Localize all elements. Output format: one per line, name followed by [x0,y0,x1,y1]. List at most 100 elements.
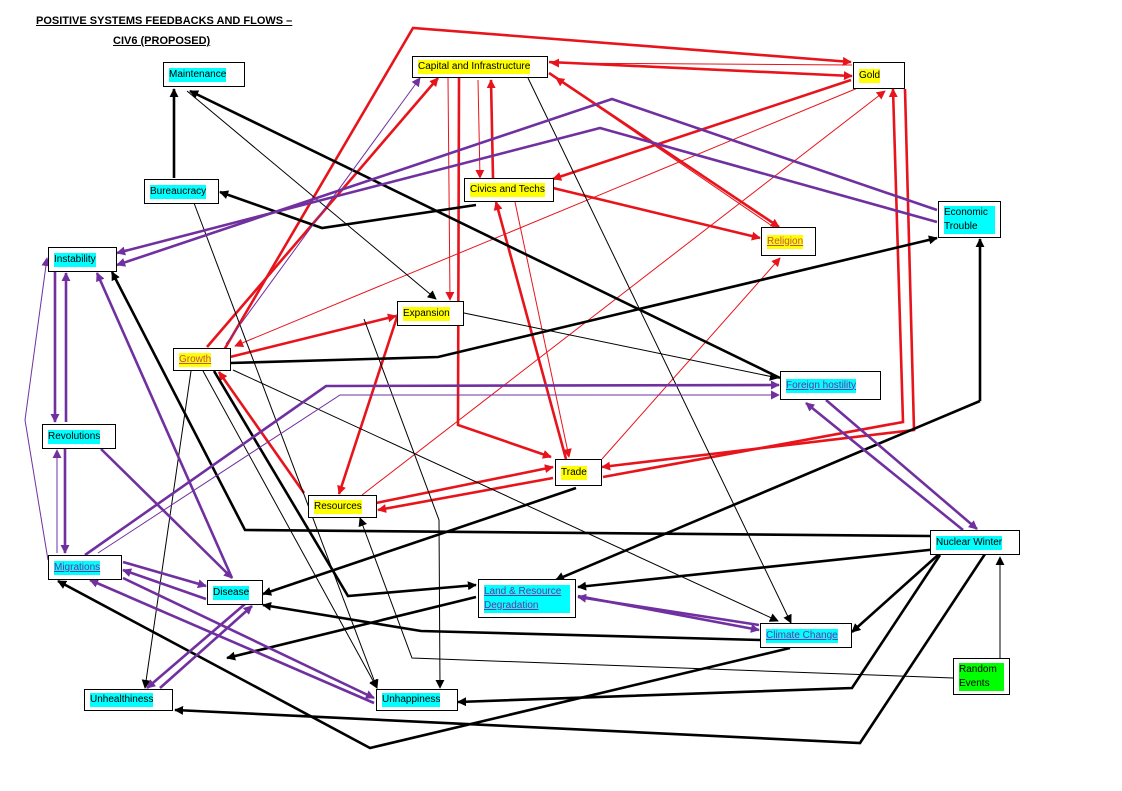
node-label: Religion [767,234,804,249]
node-label: Civics and Techs [470,183,545,197]
node-label: Disease [213,585,250,600]
flow-arrow [229,235,938,365]
node-unhappiness[interactable]: Unhappiness [376,689,458,711]
node-label: Unhealthiness [90,693,154,707]
flow-arrow [457,554,942,707]
flow-arrow [193,202,379,689]
flow-arrow [95,272,234,579]
diagram-title-line2: CIV6 (PROPOSED) [113,35,211,47]
flow-arrow [100,448,233,579]
node-unhealthiness[interactable]: Unhealthiness [84,689,173,711]
flow-arrow [232,369,779,622]
flow-arrow [110,271,931,538]
flow-arrow [527,77,792,624]
flow-arrow [805,401,964,532]
flow-arrow [122,568,207,601]
flow-arrow [57,579,791,750]
node-maintenance[interactable]: Maintenance [163,62,245,87]
flow-arrow [212,370,477,598]
node-label: Economic Trouble [944,205,995,234]
node-bureaucracy[interactable]: Bureaucracy [144,179,219,204]
diagram-title-line1: POSITIVE SYSTEMS FEEDBACKS AND FLOWS – [36,15,293,27]
flow-arrow [601,257,781,460]
flow-arrow [548,60,853,81]
flow-arrow [159,605,253,689]
node-label: Land & Resource Degradation [484,584,570,613]
flow-arrow [84,380,780,557]
flow-arrow [358,517,954,679]
node-label: Instability [54,252,96,267]
node-economic-trouble[interactable]: Economic Trouble [938,201,1001,238]
flow-arrow [189,89,781,380]
flow-arrow [602,88,905,479]
node-growth[interactable]: Growth [173,348,231,371]
flow-arrow [825,399,978,530]
flow-arrow [122,576,375,700]
node-land-resource-degradation[interactable]: Land & Resource Degradation [478,579,576,618]
flow-arrow [219,190,477,230]
flow-arrow [234,84,866,348]
flow-arrow [548,71,780,229]
node-climate-change[interactable]: Climate Change [760,623,852,648]
flow-arrow [229,313,397,359]
node-label: Maintenance [169,67,227,82]
node-label: Growth [179,352,212,367]
node-expansion[interactable]: Expansion [397,301,464,326]
node-label: Random Events [959,662,1004,691]
node-label: Unhappiness [382,693,441,707]
flow-arrow [493,201,568,460]
node-foreign-hostility[interactable]: Foreign hostility [780,371,881,400]
flow-arrow [225,77,421,345]
flow-arrow [486,79,496,179]
flow-arrow [116,126,938,256]
flow-arrow [202,370,378,689]
node-label: Gold [859,68,881,83]
flow-arrow [555,77,779,231]
flow-arrow [601,88,916,471]
flow-arrow [141,370,192,689]
node-civics[interactable]: Civics and Techs [464,178,554,202]
node-nuclear-winter[interactable]: Nuclear Winter [930,530,1020,555]
flow-arrow [577,547,939,591]
flow-arrow [550,58,853,68]
node-trade[interactable]: Trade [555,459,602,486]
node-label: Nuclear Winter [936,535,1003,550]
flow-arrow [186,90,437,300]
flow-arrow [475,79,485,179]
node-disease[interactable]: Disease [207,580,263,605]
node-gold[interactable]: Gold [853,62,905,89]
flow-arrow [456,77,552,459]
flow-arrow [174,553,987,745]
flow-arrow [577,593,760,627]
node-label: Trade [561,465,587,480]
node-instability[interactable]: Instability [48,247,117,272]
flow-arrow [337,313,400,495]
node-label: Foreign hostility [786,378,857,393]
node-random-events[interactable]: Random Events [953,658,1010,695]
flow-arrow [851,554,939,633]
node-religion[interactable]: Religion [761,227,816,256]
flow-arrow [97,390,780,554]
flow-arrow [445,77,455,301]
flow-arrow [361,90,886,496]
node-label: Migrations [54,560,101,575]
flow-arrow [262,601,761,642]
node-label: Expansion [403,306,450,321]
node-label: Resources [314,499,362,514]
node-capital[interactable]: Capital and Infrastructure [412,56,548,78]
node-migrations[interactable]: Migrations [48,555,122,580]
node-resources[interactable]: Resources [308,495,377,518]
flow-arrow [375,464,554,505]
node-label: Climate Change [766,628,838,643]
flow-arrow [555,399,981,582]
node-label: Revolutions [48,429,101,444]
flow-arrow [24,257,51,561]
flow-arrow [89,578,375,705]
node-label: Capital and Infrastructure [418,60,531,74]
node-label: Bureaucracy [150,184,207,199]
node-revolutions[interactable]: Revolutions [42,424,116,449]
flow-arrow [377,476,554,513]
flow-arrow [222,26,852,351]
